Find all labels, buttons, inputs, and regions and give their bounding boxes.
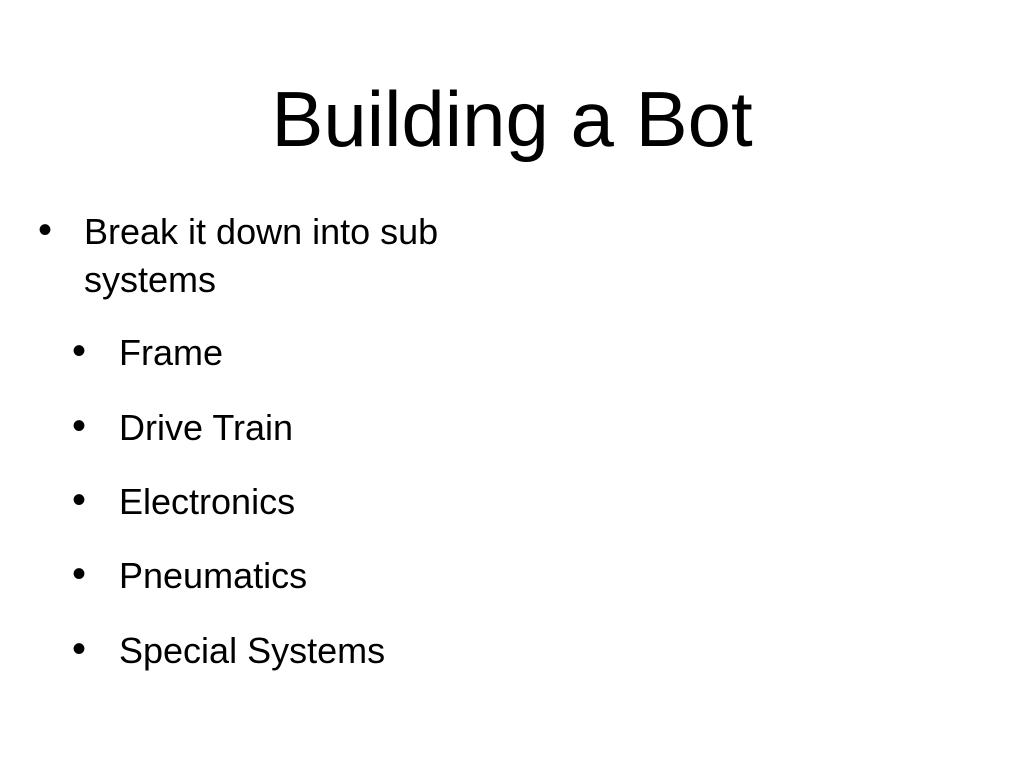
bullet-dot-icon: • <box>72 404 87 448</box>
bullet-dot-icon: • <box>72 329 87 373</box>
bullet-item-break-down: • Break it down into sub systems <box>0 210 520 316</box>
bullet-dot-icon: • <box>38 208 53 252</box>
bullet-item-drive-train: • Drive Train <box>0 406 520 462</box>
bullet-text: Electronics <box>119 481 296 522</box>
bullet-dot-icon: • <box>72 627 87 671</box>
bullet-item-frame: • Frame <box>0 331 520 387</box>
bullet-text: Break it down into sub systems <box>84 211 439 300</box>
bullet-item-special-systems: • Special Systems <box>0 629 520 685</box>
bullet-dot-icon: • <box>72 478 87 522</box>
slide-title: Building a Bot <box>271 75 753 163</box>
bullet-text: Drive Train <box>119 407 294 448</box>
bullet-dot-icon: • <box>72 552 87 596</box>
bullet-item-pneumatics: • Pneumatics <box>0 554 520 610</box>
bullet-text: Pneumatics <box>119 555 308 596</box>
bullet-text: Frame <box>119 332 224 373</box>
bullet-item-electronics: • Electronics <box>0 480 520 536</box>
bullet-text: Special Systems <box>119 630 386 671</box>
